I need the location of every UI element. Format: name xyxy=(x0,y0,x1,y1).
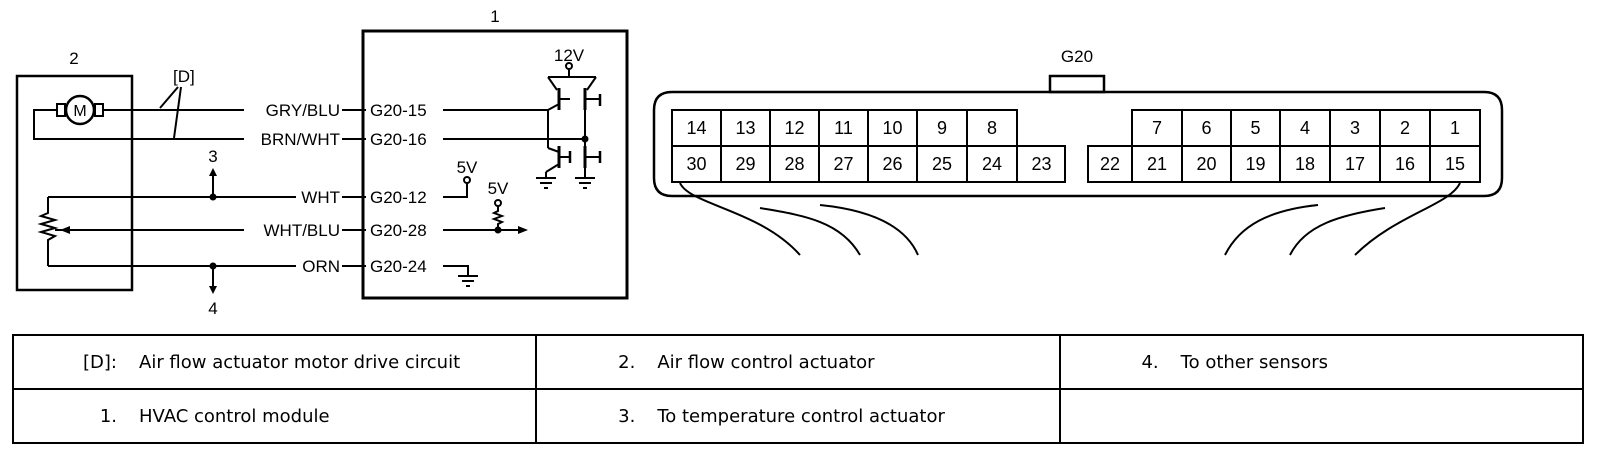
connector-pin-number: 15 xyxy=(1445,154,1465,174)
connector-pin-number: 30 xyxy=(686,154,706,174)
connector-pin-number: 28 xyxy=(784,154,804,174)
motor-icon xyxy=(49,94,112,126)
connector-pin-number: 27 xyxy=(833,154,853,174)
legend-key: 2. xyxy=(618,351,636,373)
h-bridge xyxy=(536,62,602,189)
connector-pin-number: 29 xyxy=(735,154,755,174)
supply-12v-label: 12V xyxy=(554,46,585,65)
connector-pin-number: 17 xyxy=(1345,154,1365,174)
connector-pin-number: 10 xyxy=(882,118,902,138)
connector-pin-number: 1 xyxy=(1450,118,1460,138)
wire-color-label: ORN xyxy=(302,257,340,276)
connector-pin-number: 9 xyxy=(937,118,947,138)
connector-name: G20 xyxy=(1061,47,1093,66)
connector-pin-number: 13 xyxy=(735,118,755,138)
connector-pin-number: 12 xyxy=(784,118,804,138)
supply-5v-label-a: 5V xyxy=(457,158,478,177)
supply-5v-label-b: 5V xyxy=(488,179,509,198)
legend-key: 3. xyxy=(618,405,636,427)
legend-text: Air flow actuator motor drive circuit xyxy=(139,351,461,373)
legend-cell: 3. To temperature control actuator xyxy=(535,388,1061,444)
wire-brn-wht xyxy=(33,109,244,140)
legend-cell: [D]: Air flow actuator motor drive circui… xyxy=(11,334,538,390)
connector-pin-number: 22 xyxy=(1100,154,1120,174)
legend-text: Air flow control actuator xyxy=(657,351,875,373)
legend-cell: 4. To other sensors xyxy=(1058,334,1585,390)
connector-pin-number: 20 xyxy=(1196,154,1216,174)
legend-key: 1. xyxy=(99,405,117,427)
connector-pin-number: 18 xyxy=(1295,154,1315,174)
connector-pin-number: 26 xyxy=(882,154,902,174)
motor-label: M xyxy=(73,103,86,120)
wiring-diagram: 1 2 [D] M 12V 5V 5V 3 4 GRY/BLU BRN/WHT … xyxy=(15,7,1504,318)
hvac-module-box xyxy=(361,29,629,300)
legend-text: HVAC control module xyxy=(139,405,330,427)
connector-pin-number: 7 xyxy=(1152,118,1162,138)
legend-row: [D]: Air flow actuator motor drive circui… xyxy=(11,334,1585,390)
connector-pin-number: 8 xyxy=(987,118,997,138)
connector-pin-number: 2 xyxy=(1400,118,1410,138)
branch-3-label: 3 xyxy=(208,147,217,166)
connector-pin-number: 11 xyxy=(834,118,853,138)
connector-pin-number: 4 xyxy=(1300,118,1310,138)
actuator-number-label: 2 xyxy=(69,49,78,68)
pin-label: G20-15 xyxy=(370,101,427,120)
legend-row: 1. HVAC control module 3. To temperature c… xyxy=(11,388,1585,444)
connector-pin-number: 23 xyxy=(1031,154,1051,174)
wire-color-label: WHT/BLU xyxy=(264,221,341,240)
legend-cell xyxy=(1058,388,1585,444)
connector-pin-number: 16 xyxy=(1395,154,1415,174)
connector-pin-number: 24 xyxy=(982,154,1002,174)
connector-pin-number: 21 xyxy=(1147,154,1167,174)
wire-color-label: BRN/WHT xyxy=(261,130,340,149)
potentiometer-icon xyxy=(37,197,59,266)
legend-cell: 2. Air flow control actuator xyxy=(535,334,1061,390)
pin-label: G20-24 xyxy=(370,257,427,276)
pin-label: G20-16 xyxy=(370,130,427,149)
connector-pin-number: 5 xyxy=(1250,118,1260,138)
actuator-box xyxy=(15,74,134,292)
pin-label: G20-12 xyxy=(370,188,427,207)
wire-color-label: GRY/BLU xyxy=(266,101,340,120)
connector-pin-number: 19 xyxy=(1245,154,1265,174)
pin-label: G20-28 xyxy=(370,221,427,240)
circuit-tag: [D] xyxy=(173,67,195,86)
connector-pin-number: 14 xyxy=(686,118,706,138)
legend-cell: 1. HVAC control module xyxy=(11,388,538,444)
branch-4-label: 4 xyxy=(208,299,217,318)
legend-key: 4. xyxy=(1141,351,1159,373)
connector-outline xyxy=(652,90,1504,198)
legend-text: To other sensors xyxy=(1180,351,1329,373)
legend-text: To temperature control actuator xyxy=(657,405,945,427)
connector-pin-number: 25 xyxy=(932,154,952,174)
wire-color-label: WHT xyxy=(301,188,340,207)
connector-latch xyxy=(1048,74,1106,94)
connector-pin-number: 6 xyxy=(1201,118,1211,138)
module-number-label: 1 xyxy=(490,7,499,26)
legend-key: [D]: xyxy=(83,351,117,373)
legend-table: [D]: Air flow actuator motor drive circui… xyxy=(11,334,1585,444)
connector-pin-number: 3 xyxy=(1350,118,1360,138)
